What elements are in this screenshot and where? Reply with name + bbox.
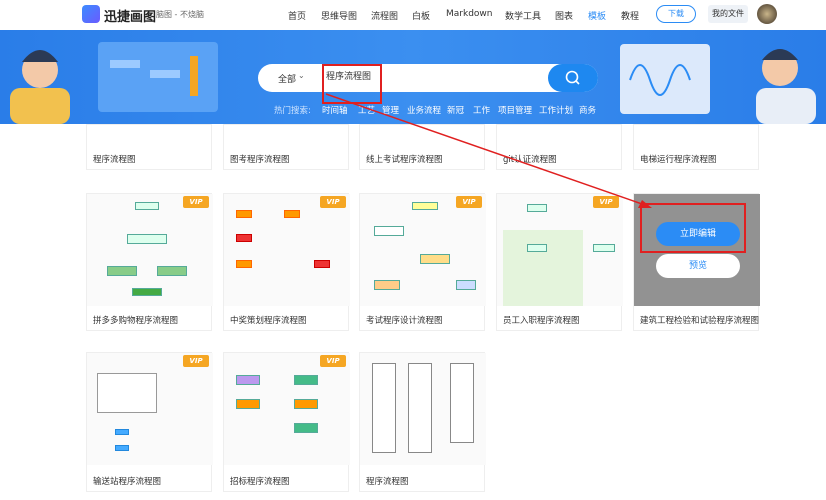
template-thumbnail [497,194,623,306]
preview-button[interactable]: 预览 [656,254,740,278]
hot-tag[interactable]: 工作 [473,106,491,116]
hot-search-label: 热门搜索: [274,106,311,116]
slogan: 脑图 - 不烧脑 [156,10,204,19]
search-bar: 全部 ⌄ [258,64,598,92]
vip-badge: VIP [320,196,346,208]
vip-badge: VIP [183,355,209,367]
nav-mindmap[interactable]: 思维导图 [321,12,358,22]
hot-tag[interactable]: 业务流程 [407,106,442,116]
search-icon [565,70,580,85]
avatar[interactable] [757,4,777,24]
hot-tag[interactable]: 管理 [382,106,400,116]
annotation-box-edit [640,203,746,253]
nav-tutorials[interactable]: 教程 [621,12,640,22]
hot-tag[interactable]: 工艺 [358,106,376,116]
template-thumbnail [224,194,350,306]
edit-now-button[interactable]: 立即编辑 [656,222,740,246]
nav-templates[interactable]: 模板 [588,12,607,22]
search-scope-dropdown[interactable]: 全部 [278,75,297,85]
template-card[interactable]: 电梯运行程序流程图 [633,124,759,170]
template-thumbnail: 立即编辑 预览 [634,194,760,306]
hot-tag[interactable]: 新冠 [447,106,465,116]
brand-name[interactable]: 迅捷画图 [104,10,157,25]
nav-math-tools[interactable]: 数学工具 [505,12,542,22]
template-card[interactable]: VIP 拼多多购物程序流程图 [86,193,213,331]
hot-tag[interactable]: 工作计划 [539,106,574,116]
logo-icon[interactable] [82,5,100,23]
nav-home[interactable]: 首页 [288,12,307,22]
hero-illustration [10,42,816,124]
template-card[interactable]: git认证流程图 [496,124,622,170]
template-card[interactable]: 线上考试程序流程图 [359,124,485,170]
template-card-hovered[interactable]: 立即编辑 预览 建筑工程检验和试验程序流程图 [633,193,760,331]
chevron-down-icon[interactable]: ⌄ [298,71,305,80]
search-button[interactable] [548,64,598,92]
hot-tag[interactable]: 商务 [579,106,597,116]
template-thumbnail [360,194,486,306]
template-card[interactable]: VIP 考试程序设计流程图 [359,193,486,331]
hot-tag[interactable]: 项目管理 [498,106,533,116]
vip-badge: VIP [183,196,209,208]
template-thumbnail [360,353,486,465]
template-card[interactable]: VIP 输送站程序流程图 [86,352,213,492]
template-card[interactable]: VIP 中奖策划程序流程图 [223,193,350,331]
template-thumbnail [224,353,350,465]
top-nav-bar: 迅捷画图 脑图 - 不烧脑 首页 思维导图 流程图 白板 Markdown 数学… [0,0,826,30]
template-card[interactable]: 程序流程图 [86,124,212,170]
template-card[interactable]: 图考程序流程图 [223,124,349,170]
nav-charts[interactable]: 图表 [555,12,574,22]
vip-badge: VIP [456,196,482,208]
nav-markdown[interactable]: Markdown [446,9,493,19]
template-card[interactable]: VIP 招标程序流程图 [223,352,350,492]
vip-badge: VIP [320,355,346,367]
download-button[interactable]: 下载 [656,5,696,23]
vip-badge: VIP [593,196,619,208]
template-thumbnail [87,194,213,306]
template-card[interactable]: VIP 员工入职程序流程图 [496,193,623,331]
template-card[interactable]: 程序流程图 [359,352,486,492]
nav-whiteboard[interactable]: 白板 [412,12,431,22]
my-files-button[interactable]: 我的文件 [708,5,748,23]
search-input[interactable] [326,70,526,80]
template-thumbnail [87,353,213,465]
nav-flowchart[interactable]: 流程图 [371,12,399,22]
hot-tag[interactable]: 时间轴 [322,106,348,116]
